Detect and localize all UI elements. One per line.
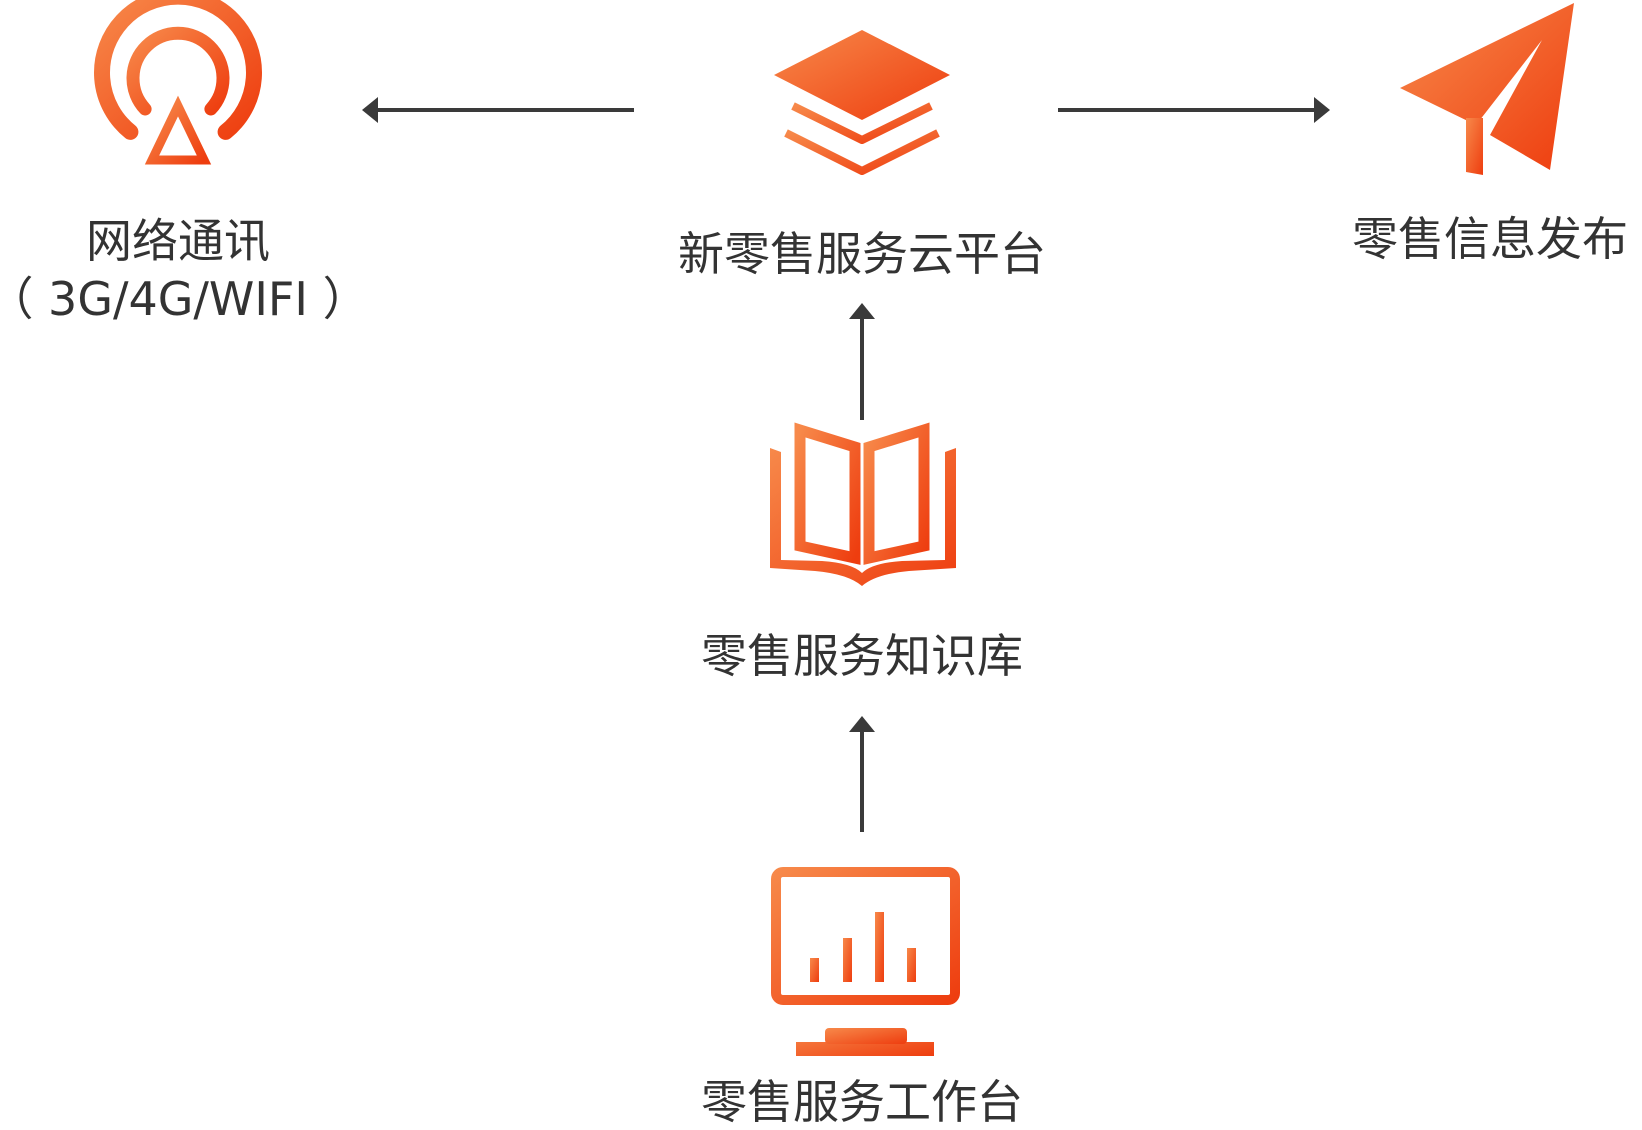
platform-label: 新零售服务云平台 [678,227,1046,281]
network-label: 网络通讯 [86,214,270,268]
edge-workbench-to-knowledge [849,716,875,832]
node-network: 网络通讯 （ 3G/4G/WIFI ） [0,0,369,326]
node-knowledge: 零售服务知识库 [701,422,1023,683]
monitor-chart-icon [771,867,960,1056]
edge-platform-to-network [362,97,634,123]
open-book-icon [770,422,956,586]
workbench-label: 零售服务工作台 [701,1075,1023,1129]
layers-icon [774,30,950,175]
paper-plane-icon [1400,3,1574,175]
knowledge-label: 零售服务知识库 [701,629,1023,683]
node-platform: 新零售服务云平台 [678,30,1046,281]
publish-label: 零售信息发布 [1352,212,1628,266]
edge-platform-to-publish [1058,97,1330,123]
node-publish: 零售信息发布 [1352,3,1628,266]
signal-tower-icon [94,0,262,165]
network-sublabel: （ 3G/4G/WIFI ） [0,272,369,326]
node-workbench: 零售服务工作台 [701,867,1023,1129]
edge-knowledge-to-platform [849,303,875,420]
